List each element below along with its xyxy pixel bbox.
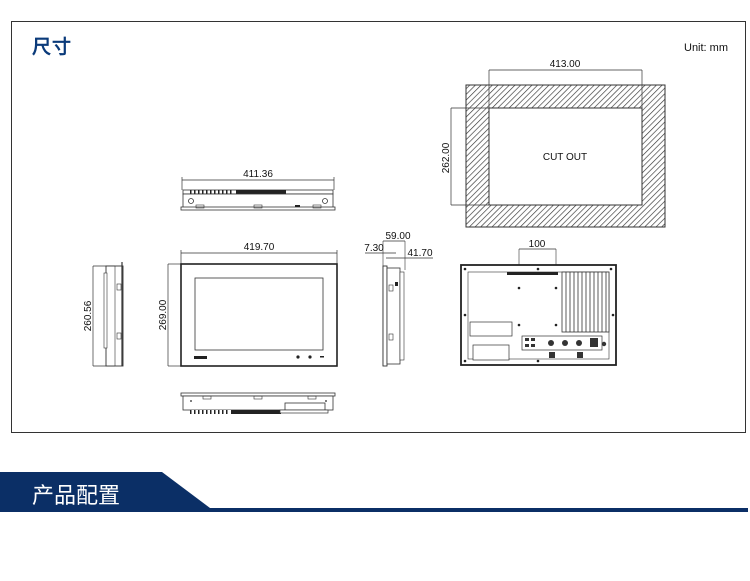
front-view: 419.70 269.00 (158, 242, 338, 367)
cutout-label: CUT OUT (543, 152, 587, 163)
technical-drawing: 413.00 262.00 CUT OUT 411.36 (83, 59, 666, 414)
vesa-label: 100 (529, 239, 546, 250)
bezel-label: 7.30 (364, 243, 384, 254)
left-side-height-label: 260.56 (83, 300, 94, 331)
unit-label: Unit: mm (684, 42, 728, 54)
rear-view: 100 (460, 239, 617, 366)
config-banner (0, 472, 748, 512)
cutout-height-label: 262.00 (441, 142, 452, 173)
front-width-label: 419.70 (244, 242, 275, 253)
config-banner-title: 产品配置 (32, 484, 121, 509)
left-side-view: 260.56 (83, 262, 124, 367)
body-depth-label: 41.70 (407, 248, 432, 259)
cutout-width-label: 413.00 (550, 59, 581, 70)
front-height-label: 269.00 (158, 299, 169, 330)
depth-total-label: 59.00 (385, 231, 410, 242)
top-view: 411.36 (180, 169, 336, 211)
dimensions-title: 尺寸 (32, 36, 73, 58)
cutout-diagram: 413.00 262.00 CUT OUT (441, 59, 666, 228)
right-side-view: 59.00 7.30 41.70 (364, 231, 433, 367)
bottom-view (180, 392, 336, 414)
top-view-width-label: 411.36 (243, 169, 273, 180)
